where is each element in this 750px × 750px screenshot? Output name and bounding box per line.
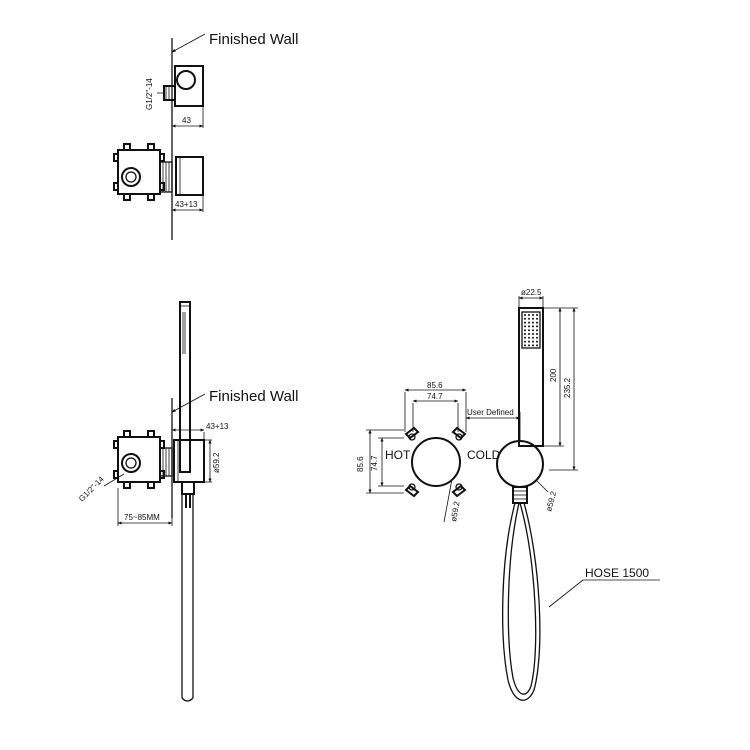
spray-nozzle [524, 321, 526, 324]
valve-port-outer-top [121, 167, 141, 187]
spray-nozzle [528, 317, 530, 320]
dim-200: 200 [549, 368, 558, 382]
mounting-ears [404, 426, 467, 498]
hose-connector-side [181, 481, 195, 495]
valve-bracket-tabs [123, 143, 155, 201]
spray-nozzle [532, 321, 534, 324]
spray-nozzle [532, 329, 534, 332]
cold-label: COLD [467, 448, 501, 462]
spray-nozzle [536, 340, 538, 343]
dim-43-13-side-label: 43+13 [206, 422, 229, 431]
spray-nozzle [524, 317, 526, 320]
valve-bracket-ears [113, 153, 165, 191]
spray-nozzle [532, 314, 534, 316]
spray-nozzle [528, 340, 530, 343]
dim-74-7-width: 74.7 [427, 392, 443, 401]
finished-wall-leader-top [171, 33, 206, 53]
spray-nozzle [532, 333, 534, 335]
spray-nozzle [532, 336, 534, 339]
spray-nozzle [528, 321, 530, 324]
spray-nozzle [536, 344, 538, 347]
dia-leader-holder [535, 479, 549, 493]
dim-dia-59-2-side: ø59.2 [212, 452, 221, 473]
thread-dim-top: G1/2"-14 [145, 78, 154, 110]
spray-nozzle [528, 329, 530, 332]
spray-nozzle [532, 325, 534, 328]
spray-face [521, 311, 541, 349]
spray-nozzle [536, 325, 538, 328]
dim-75-85-label: 75~85MM [124, 513, 160, 522]
spray-nozzle [528, 336, 530, 339]
user-defined-label: User Defined [467, 408, 514, 417]
spray-nozzle [528, 325, 530, 328]
side-assembly-view: Finished Wall 43+13 ø59.2 [77, 301, 298, 702]
hot-label: HOT [385, 448, 411, 462]
dim-dia-59-2-holder: ø59.2 [544, 490, 558, 513]
dim-85-6-width: 85.6 [427, 381, 443, 390]
spray-nozzle [524, 325, 526, 328]
finished-wall-leader-side [171, 393, 206, 413]
dia-leader-front [443, 478, 453, 523]
spray-nozzle [532, 317, 534, 320]
spray-nozzle [528, 333, 530, 335]
thread-dim-side: G1/2"-14 [77, 474, 106, 503]
dim-dia-59-2-front: ø59.2 [449, 500, 462, 522]
hand-shower-side [179, 301, 191, 473]
dim-74-7-height: 74.7 [370, 455, 379, 471]
hose-label: HOSE 1500 [585, 566, 649, 580]
front-shower-view: ø22.5 200 235.2 ø59.2 HOSE 1500 [496, 288, 660, 701]
spray-nozzle [536, 329, 538, 332]
spray-nozzle [524, 333, 526, 335]
spray-nozzle [536, 314, 538, 316]
valve-port-outer-side [121, 453, 141, 473]
outlet-elbow-round [176, 70, 196, 90]
top-side-view: Finished Wall G1/2"-14 43 43+13 [113, 31, 298, 240]
spray-nozzle [536, 321, 538, 324]
thread-leader-side [103, 473, 125, 487]
dim-dia-22-5: ø22.5 [521, 288, 542, 297]
spray-nozzle [524, 336, 526, 339]
hose-loop-front [502, 502, 541, 701]
dim-43-13-top-label: 43+13 [175, 200, 198, 209]
dim-235-2: 235.2 [563, 377, 572, 398]
spray-nozzle [524, 329, 526, 332]
valve-trim-front [411, 437, 461, 487]
spray-nozzle [524, 314, 526, 316]
spray-nozzle [524, 344, 526, 347]
front-valve-view: 85.6 74.7 User Defined 85.6 74.7 [356, 381, 521, 523]
hand-shower-front [518, 307, 544, 447]
spray-nozzle [532, 340, 534, 343]
spray-nozzle [528, 344, 530, 347]
dim-85-6-height: 85.6 [356, 456, 365, 472]
finished-wall-label-side: Finished Wall [209, 388, 298, 405]
spray-nozzle [528, 314, 530, 316]
spray-nozzle [536, 317, 538, 320]
spray-nozzles [524, 314, 538, 347]
spray-nozzle [524, 340, 526, 343]
valve-trim-cylinder [175, 156, 204, 196]
hose-leader [548, 579, 584, 608]
spray-nozzle [532, 344, 534, 347]
finished-wall-label-top: Finished Wall [209, 31, 298, 48]
spray-nozzle [536, 336, 538, 339]
dim-43-label: 43 [182, 116, 191, 125]
spray-nozzle [536, 333, 538, 335]
